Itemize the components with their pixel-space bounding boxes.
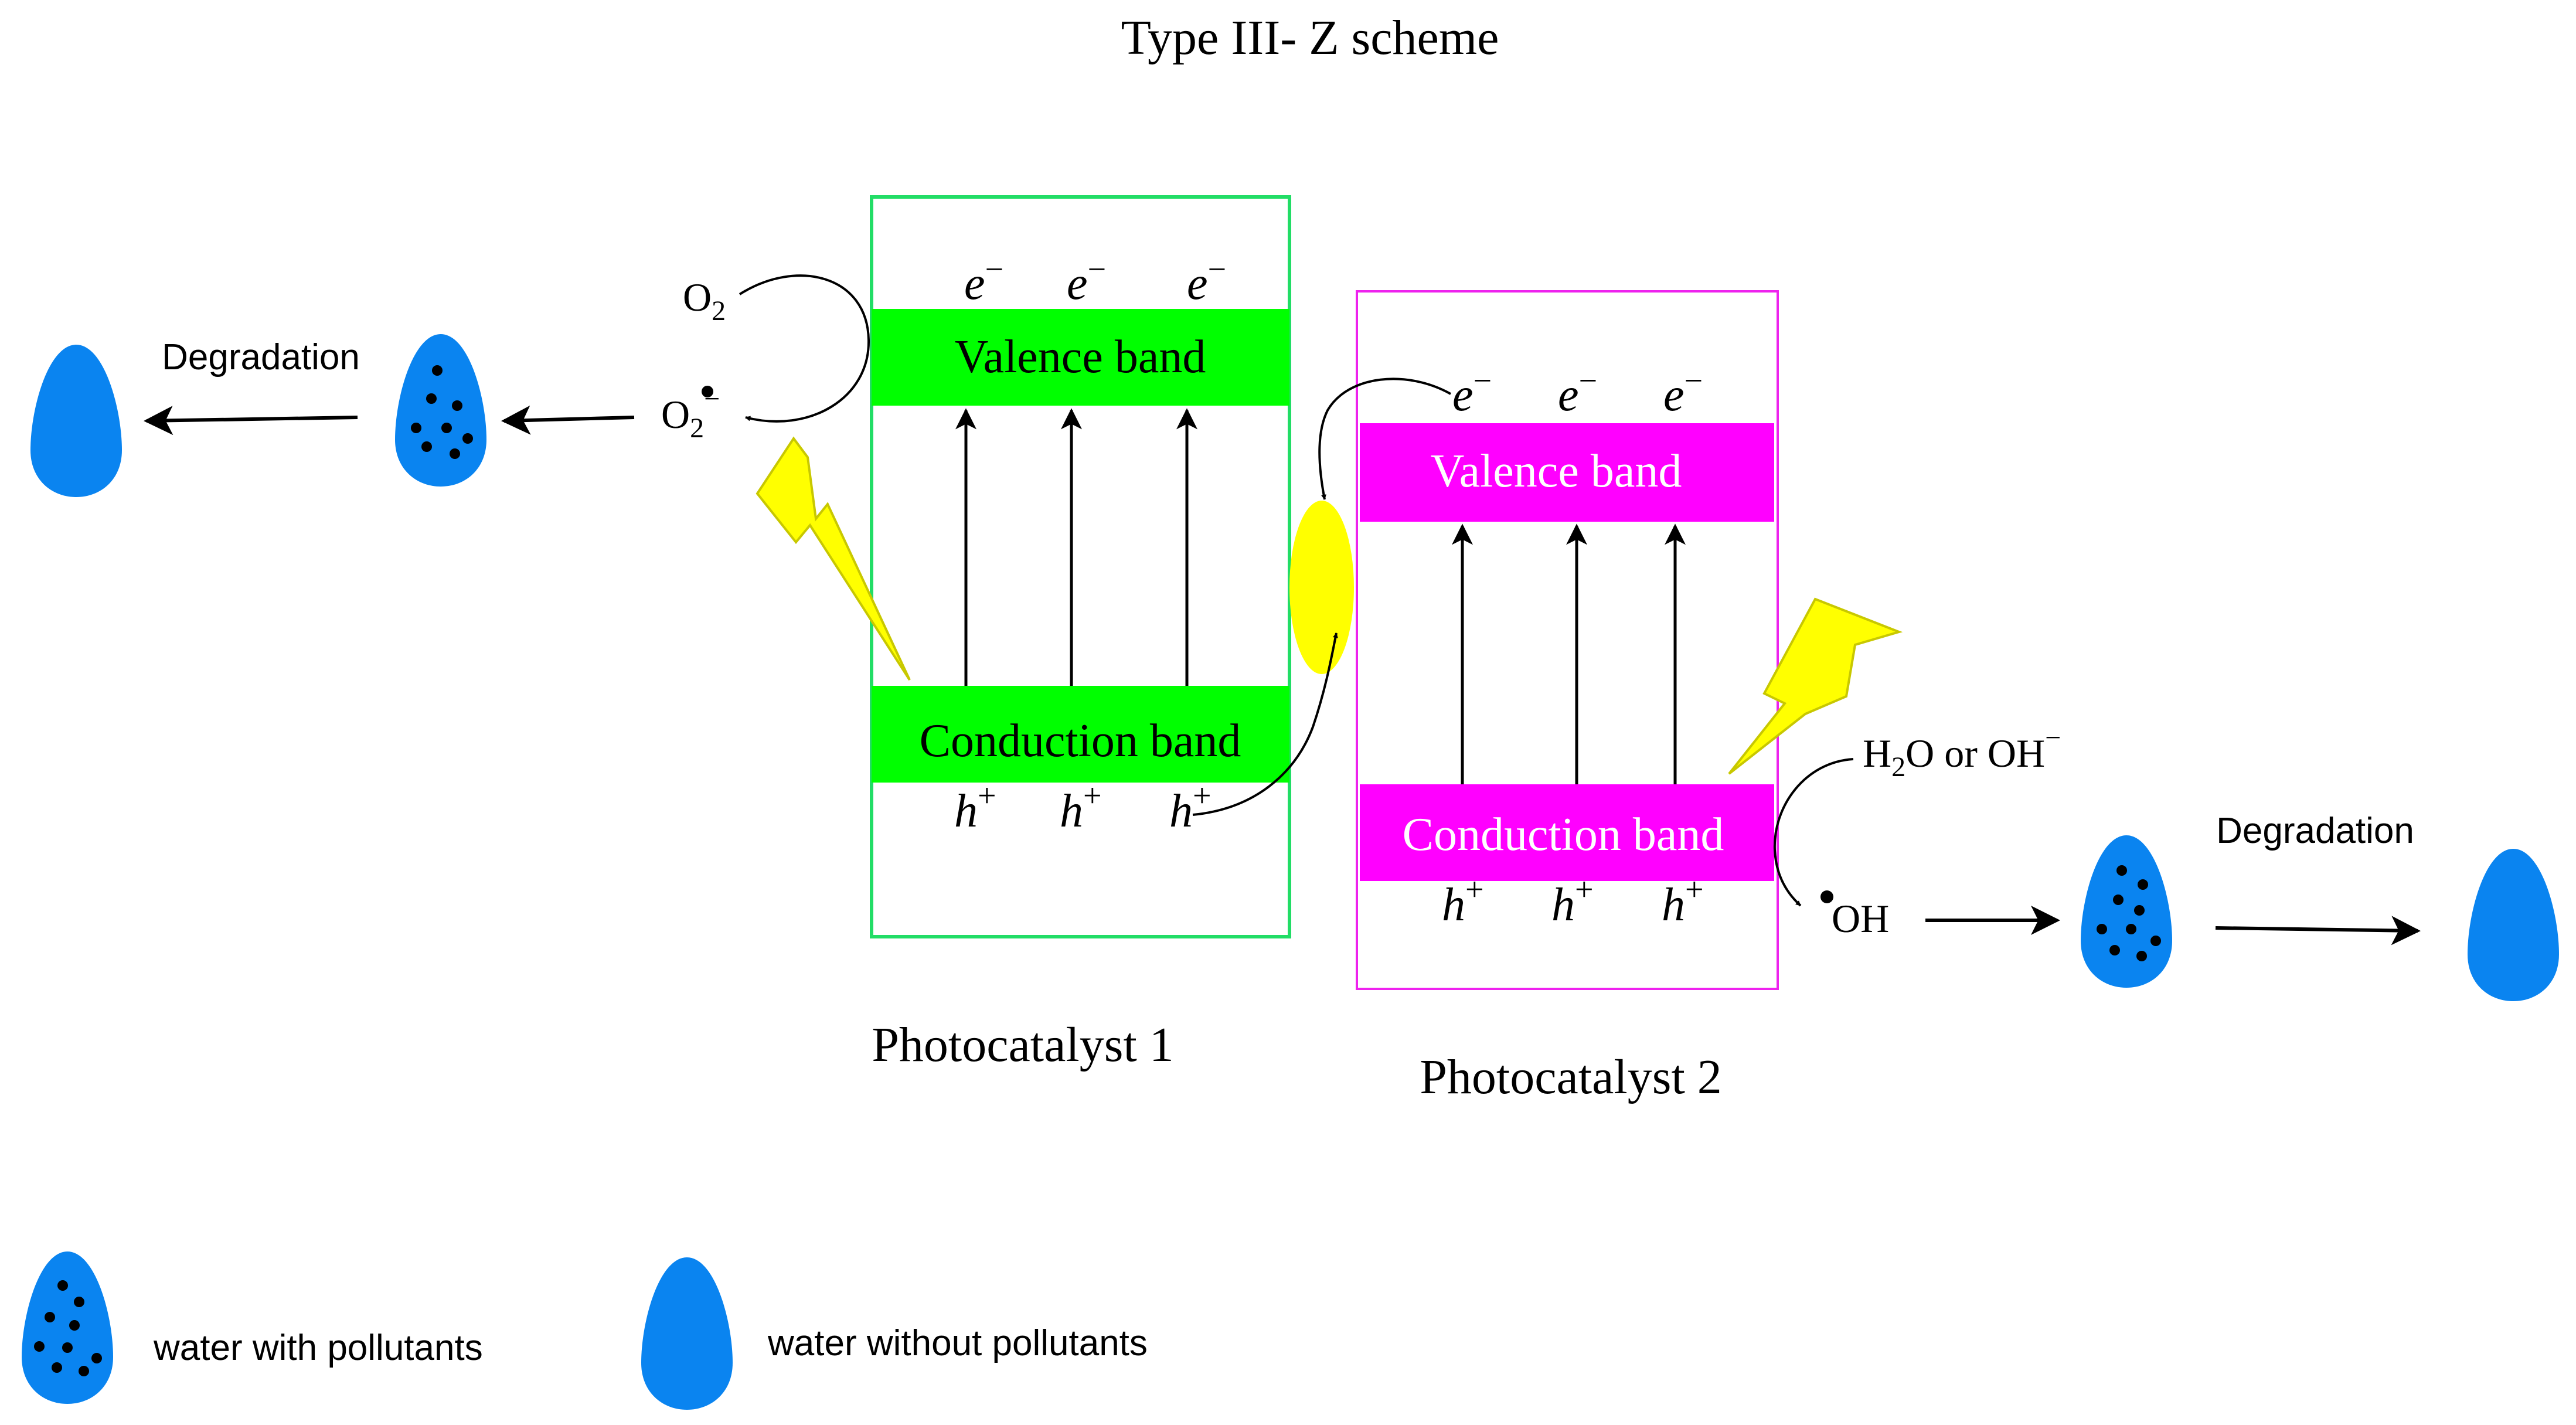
pc1-frame [870,195,1291,938]
electron-transfer-arrow [1318,377,1451,500]
o2-reactant: O2 [683,275,726,327]
legend: water with pollutants water without poll… [22,1251,1148,1410]
pc2-conduction-band-label: Conduction band [1403,809,1724,861]
legend-polluted-drop-icon [22,1251,113,1404]
water-reactant: H2O or OH− [1863,722,2061,783]
lightning-bolt-icon [1728,597,1903,775]
photocatalyst-2: Valence band Conduction band e− e− e− h+… [1356,290,1779,1104]
legend-clean-label: water without pollutants [767,1323,1148,1363]
legend-polluted-label: water with pollutants [153,1328,483,1368]
radical-dot-icon [702,386,713,397]
superoxide-product: O2− [661,383,720,444]
pc1-hole: h+ [1169,778,1212,837]
pc2-frame [1356,290,1779,990]
right-degradation-arrow [2215,916,2421,946]
diagram-title: Type III- Z scheme [1121,11,1499,65]
radical-dot-icon [1820,890,1833,903]
pc1-electron: e− [1187,251,1226,310]
pc1-hole: h+ [954,778,996,837]
pc1-valence-band-label: Valence band [955,331,1206,383]
pc2-hole: h+ [1551,872,1594,931]
left-clean-drop [30,345,122,497]
hydroxyl-oxidation-arrow [1773,758,1854,907]
left-flow-arrow [501,405,635,435]
pc2-electron: e− [1452,363,1492,421]
pc1-electron: e− [1067,251,1106,310]
o2-reduction-arrow [739,274,870,423]
left-polluted-drop [395,334,486,487]
legend-clean-drop-icon [641,1257,733,1410]
pc2-name: Photocatalyst 2 [1420,1050,1722,1104]
pc2-electron: e− [1558,363,1597,421]
lightning-bolt-icon [756,436,911,681]
left-degradation-label: Degradation [162,337,360,377]
pc2-hole: h+ [1662,872,1704,931]
right-clean-drop [2468,849,2559,1001]
junction-ellipse [1289,501,1354,674]
pc2-hole: h+ [1442,872,1484,931]
pc1-conduction-band-label: Conduction band [920,715,1241,767]
pc1-conduction-band [872,686,1289,783]
pc2-electron: e− [1663,363,1703,421]
right-degradation-label: Degradation [2216,811,2414,851]
pc2-valence-band [1360,423,1774,522]
pc1-electron: e− [964,251,1003,310]
photocatalyst-1: Valence band Conduction band e− e− e− h+… [870,195,1291,1072]
pc2-conduction-band [1360,784,1774,881]
right-polluted-drop [2081,835,2172,988]
hole-transfer-arrow [1192,632,1338,816]
pc1-name: Photocatalyst 1 [872,1018,1174,1072]
hydroxyl-product: OH [1832,896,1889,941]
pc2-valence-band-label: Valence band [1431,445,1682,497]
pc1-valence-band [872,309,1289,406]
pc1-hole: h+ [1060,778,1102,837]
left-degradation-arrow [144,406,358,436]
